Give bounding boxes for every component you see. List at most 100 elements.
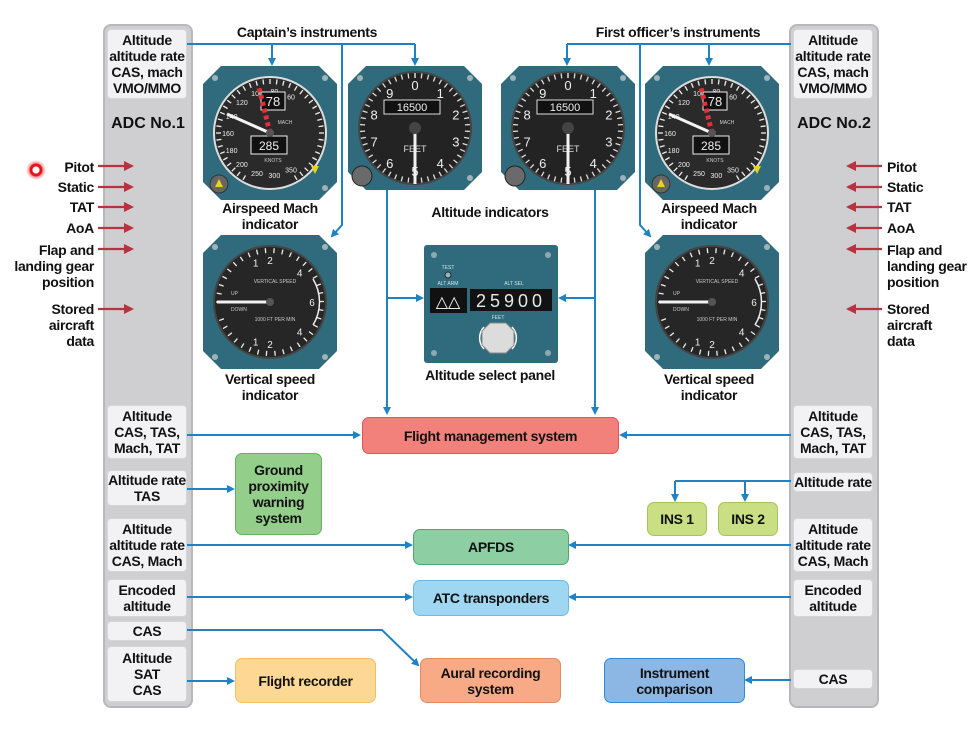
adc2-input-static: Static <box>887 179 924 195</box>
adc2-output-fms: Altitude CAS, TAS, Mach, TAT <box>793 405 873 459</box>
bezel-screw <box>620 175 626 181</box>
altimeter-scale-label: 6 <box>539 156 546 171</box>
adc1-output-gpws: Altitude rate TAS <box>107 470 187 506</box>
test-label: TEST <box>442 265 455 271</box>
line-adc1-aural <box>187 629 420 667</box>
vsi-scale-label: 4 <box>739 328 745 339</box>
altimeter-scale-label: 2 <box>605 108 612 123</box>
feet-label: FEET <box>492 315 505 321</box>
airspeed-pointer <box>226 112 271 135</box>
vsi-unit: 1000 FT PER MIN <box>697 317 738 323</box>
vsi-down-label: DOWN <box>673 307 689 313</box>
adc2-input-flap-gear: Flap and landing gear position <box>887 242 967 290</box>
line-to-fo-vsi <box>639 44 652 238</box>
asi-scale-label: 250 <box>251 171 263 178</box>
bezel-screw <box>764 244 770 250</box>
altimeter-scale-label: 1 <box>437 86 444 101</box>
altitude-select-panel: TEST ALT ARM △△ ALT SEL 25900 FEET <box>424 245 558 363</box>
adc1-input-static: Static <box>57 179 95 195</box>
altimeter-scale-label: 2 <box>452 108 459 123</box>
vsi-scale-label: 4 <box>297 328 303 339</box>
ins2-box[interactable]: INS 2 <box>718 502 778 536</box>
apfds-box[interactable]: APFDS <box>413 529 569 565</box>
speed-bug <box>753 166 761 174</box>
vsi-title: VERTICAL SPEED <box>696 279 739 285</box>
vsi-unit: 1000 FT PER MIN <box>255 317 296 323</box>
vsi-scale-label: 1 <box>253 259 259 270</box>
asi-scale-label: 120 <box>678 100 690 107</box>
line-to-captain-vsi <box>330 44 343 238</box>
vsi-up-label: UP <box>673 291 681 297</box>
altitude-counter: 16500 <box>550 102 581 114</box>
knots-window: 285 <box>259 139 279 153</box>
vsi-scale-label: 4 <box>739 268 745 279</box>
altimeter-scale-label: 8 <box>370 108 377 123</box>
alt-select-caption: Altitude select panel <box>425 367 555 383</box>
adc1-input-aoa: AoA <box>66 220 94 236</box>
mach-label: MACH <box>278 120 293 126</box>
altimeter-scale-label: 9 <box>386 86 393 101</box>
altimeter-scale-label: 9 <box>539 86 546 101</box>
adc1-output-atc: Encoded altitude <box>107 579 187 617</box>
svg-text:△△: △△ <box>436 294 461 311</box>
vmo-pointer <box>698 87 715 134</box>
bezel-screw <box>654 354 660 360</box>
adc2-output-ins: Altitude rate <box>793 472 873 492</box>
atc-box[interactable]: ATC transponders <box>413 580 569 616</box>
gpws-box[interactable]: Ground proximity warning system <box>235 453 322 535</box>
asi-scale-label: 180 <box>668 148 680 155</box>
alt-arm-indicator <box>430 288 467 313</box>
altimeter-scale-label: 3 <box>605 134 612 149</box>
asi-scale-label: 60 <box>729 95 737 102</box>
vsi-scale-label: 6 <box>309 298 315 309</box>
bezel-screw <box>764 75 770 81</box>
asi-scale-label: 350 <box>727 167 739 174</box>
asi-scale-label: 160 <box>222 131 234 138</box>
aural-recording-box[interactable]: Aural recording system <box>420 658 561 703</box>
baro-knob <box>504 165 526 187</box>
bezel-screw <box>322 75 328 81</box>
baro-knob <box>351 165 373 187</box>
altimeter-scale-label: 6 <box>386 156 393 171</box>
altimeter-scale-label: 7 <box>370 134 377 149</box>
knots-window: 285 <box>701 139 721 153</box>
captain-asi-caption: Airspeed Mach indicator <box>222 200 318 232</box>
asi-scale-label: 100 <box>251 91 263 98</box>
adc2-output-atc: Encoded altitude <box>793 579 873 617</box>
adc1-output-apfds: Altitude altitude rate CAS, Mach <box>107 518 187 572</box>
adc1-input-flap-gear: Flap and landing gear position <box>14 242 94 290</box>
vsi-scale-label: 4 <box>297 268 303 279</box>
bezel-screw <box>467 75 473 81</box>
altimeter-scale-label: 4 <box>437 156 444 171</box>
bezel-screw <box>467 175 473 181</box>
knots-label: KNOTS <box>264 158 282 164</box>
altimeter-scale-label: 8 <box>523 108 530 123</box>
adc1-input-stored-data: Stored aircraft data <box>48 301 94 349</box>
fms-box[interactable]: Flight management system <box>362 417 619 454</box>
altimeter-scale-label: 1 <box>590 86 597 101</box>
altimeter-scale-label: 7 <box>523 134 530 149</box>
bezel-screw <box>764 185 770 191</box>
flight-recorder-box[interactable]: Flight recorder <box>235 658 376 703</box>
adc2-title: ADC No.2 <box>797 115 871 132</box>
adc2-output-comparison: CAS <box>793 669 873 689</box>
asi-scale-label: 300 <box>269 173 281 180</box>
asi-scale-label: 350 <box>285 167 297 174</box>
bezel-screw <box>322 354 328 360</box>
bezel-screw <box>510 75 516 81</box>
instrument-comparison-box[interactable]: Instrument comparison <box>604 658 745 703</box>
captain-vsi-caption: Vertical speed indicator <box>225 371 315 403</box>
asi-scale-label: 200 <box>678 162 690 169</box>
ins1-box[interactable]: INS 1 <box>647 502 707 536</box>
vsi-title: VERTICAL SPEED <box>254 279 297 285</box>
vsi-scale-label: 1 <box>695 259 701 270</box>
altimeter-scale-label: 0 <box>564 78 571 93</box>
vsi-scale-label: 6 <box>751 298 757 309</box>
altimeter-scale-label: 3 <box>452 134 459 149</box>
bezel-screw <box>654 244 660 250</box>
test-button <box>444 271 452 279</box>
captain-instruments-heading: Captain’s instruments <box>236 24 378 40</box>
vsi-scale-label: 2 <box>267 340 273 351</box>
